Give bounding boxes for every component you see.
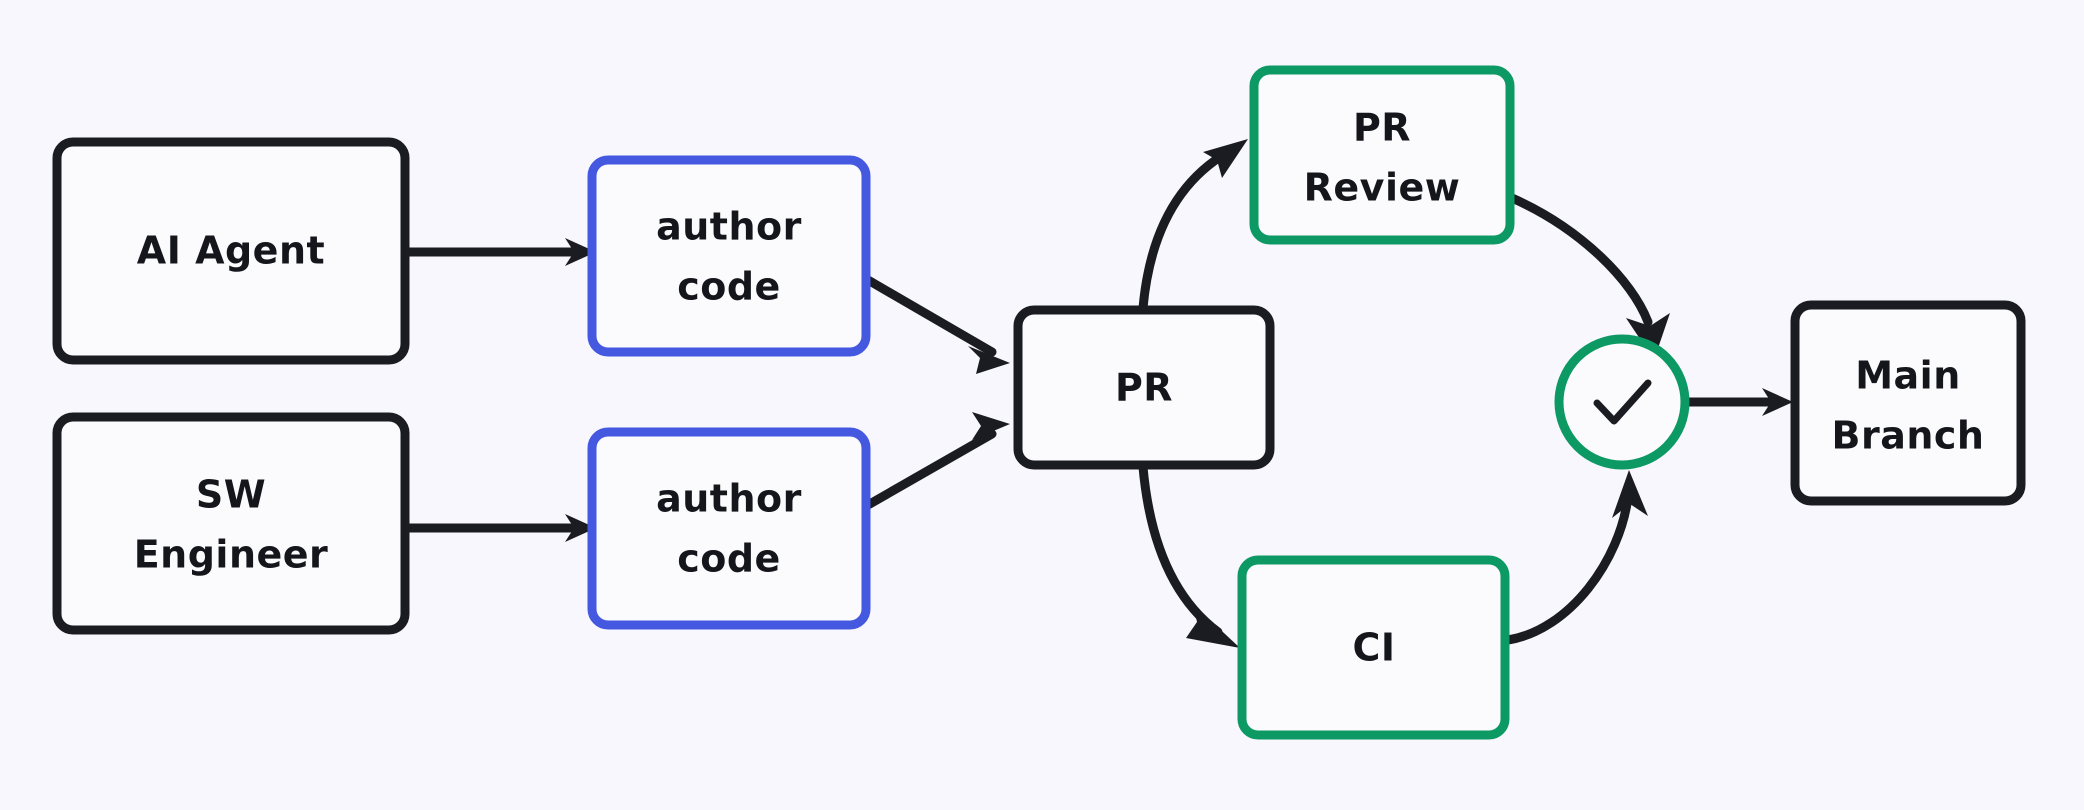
author-code-bottom-box[interactable] xyxy=(587,427,871,630)
pr-label: PR xyxy=(1115,366,1173,410)
approved-check-circle[interactable] xyxy=(1554,334,1690,470)
ci-box[interactable] xyxy=(1237,555,1510,740)
main-branch-label-line1: Main xyxy=(1855,354,1961,398)
node-main-branch[interactable]: Main Branch xyxy=(1790,300,2026,506)
edge-pr-to-ci xyxy=(1138,462,1240,648)
author-code-top-label-line2: code xyxy=(677,265,781,309)
node-author-code-bottom[interactable]: author code xyxy=(587,427,871,630)
sw-engineer-box[interactable] xyxy=(52,412,410,635)
node-sw-engineer[interactable]: SW Engineer xyxy=(52,412,410,635)
edge-pr-to-pr-review xyxy=(1138,139,1248,313)
pr-review-label-line1: PR xyxy=(1353,106,1411,150)
author-code-top-label-line1: author xyxy=(656,205,802,249)
edge-pr-review-to-check xyxy=(1507,193,1670,360)
author-code-bottom-label-line1: author xyxy=(656,477,802,521)
check-icon xyxy=(1593,379,1652,425)
node-ai-agent[interactable]: AI Agent xyxy=(52,137,410,365)
author-code-top-box[interactable] xyxy=(587,155,871,357)
edge-author-code-top-to-pr xyxy=(863,275,1010,374)
node-author-code-top[interactable]: author code xyxy=(587,155,871,357)
node-ci[interactable]: CI xyxy=(1237,555,1510,740)
main-branch-box[interactable] xyxy=(1790,300,2026,506)
ai-agent-label: AI Agent xyxy=(137,229,325,273)
ai-agent-box[interactable] xyxy=(52,137,410,365)
ci-label: CI xyxy=(1352,626,1395,670)
pr-review-label-line2: Review xyxy=(1304,166,1461,210)
author-code-bottom-label-line2: code xyxy=(677,537,781,581)
node-pr[interactable]: PR xyxy=(1013,305,1275,470)
sw-engineer-label-line1: SW xyxy=(196,473,266,517)
edge-author-code-bottom-to-pr xyxy=(863,412,1010,510)
edge-check-to-main-branch xyxy=(1683,388,1793,416)
edge-ci-to-check xyxy=(1503,470,1648,645)
edge-ai-agent-to-author-code xyxy=(403,238,596,266)
main-branch-label-line2: Branch xyxy=(1832,414,1985,458)
edge-sw-engineer-to-author-code xyxy=(403,514,596,542)
pr-box[interactable] xyxy=(1013,305,1275,470)
node-approved-check[interactable] xyxy=(1554,334,1690,470)
node-pr-review[interactable]: PR Review xyxy=(1249,65,1515,245)
pr-review-box[interactable] xyxy=(1249,65,1515,245)
sw-engineer-label-line2: Engineer xyxy=(134,533,329,577)
